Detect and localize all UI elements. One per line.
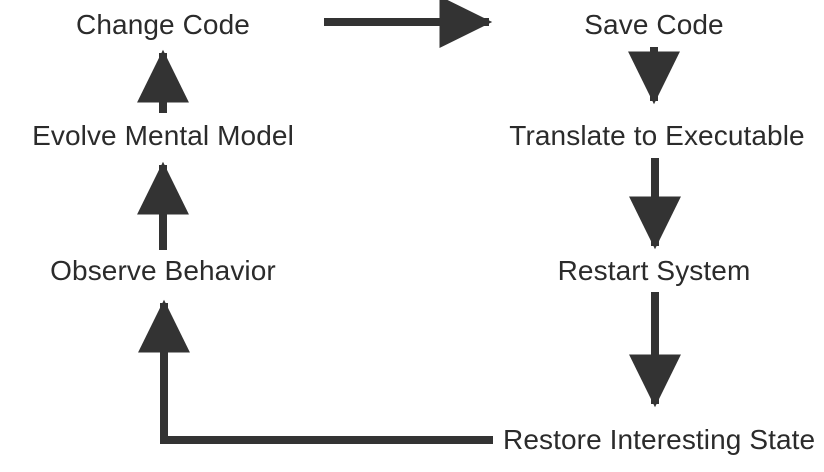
node-observe-behavior: Observe Behavior bbox=[50, 255, 276, 286]
node-translate-to-executable: Translate to Executable bbox=[509, 120, 805, 151]
node-change-code: Change Code bbox=[76, 9, 250, 40]
node-restart-system: Restart System bbox=[557, 255, 751, 286]
edge-restore-to-observe bbox=[138, 299, 493, 444]
node-restore-interesting-state: Restore Interesting State bbox=[503, 424, 816, 455]
node-evolve-mental-model: Evolve Mental Model bbox=[32, 120, 294, 151]
node-save-code: Save Code bbox=[584, 9, 724, 40]
